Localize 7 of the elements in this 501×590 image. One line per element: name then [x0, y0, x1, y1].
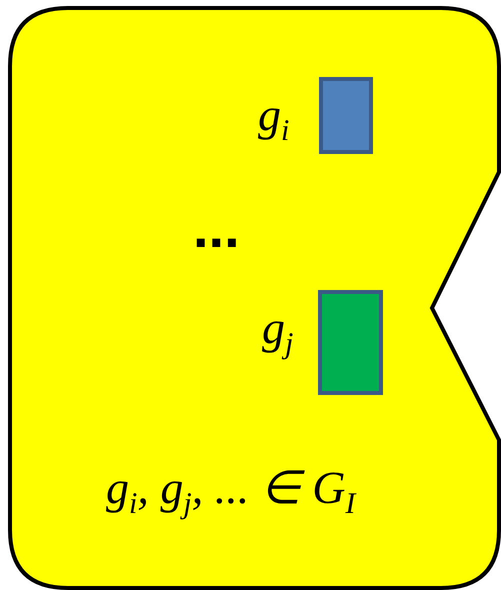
math-label: g$_{i}$ — [258, 92, 290, 146]
rectangle-block — [318, 290, 383, 395]
notched-panel — [8, 6, 501, 590]
math-formula: g$_{i}$, g$_{j}$, ... ∈ G$_{I}$ — [106, 465, 356, 519]
ellipsis: ... — [193, 200, 240, 256]
rectangle-block — [319, 77, 373, 154]
math-label: g$_{j}$ — [262, 305, 294, 359]
